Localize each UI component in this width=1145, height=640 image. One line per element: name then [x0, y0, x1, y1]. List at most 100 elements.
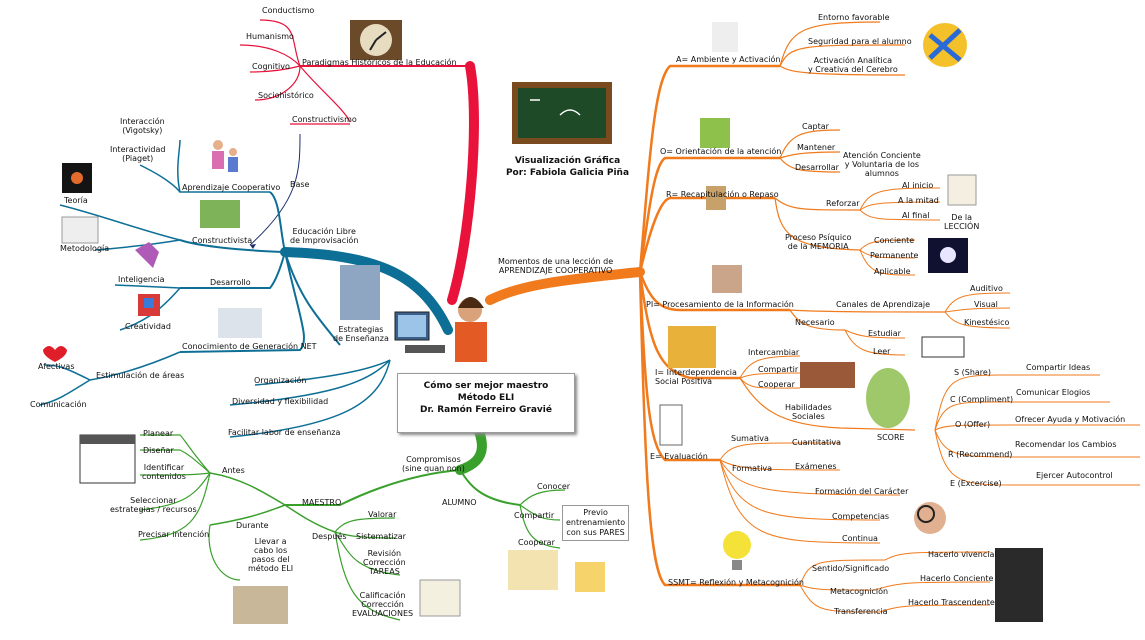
node-previo: Previo entrenamiento con sus PARES — [562, 505, 630, 541]
node-constructivismo: Constructivismo — [292, 115, 357, 124]
node-hacerlo-conciente: Hacerlo Conciente — [920, 574, 994, 583]
node-conocimiento-net: Conocimiento de Generación NET — [182, 342, 317, 351]
node-maestro: MAESTRO — [302, 498, 342, 507]
node-precisar: Precisar intención — [138, 530, 210, 539]
node-metacognicion: Metacognición — [830, 587, 889, 596]
node-durante: Durante — [236, 521, 269, 530]
node-constructivista: Constructivista — [192, 236, 253, 245]
node-activacion: Activación Analítica y Creativa del Cere… — [808, 56, 898, 74]
node-e: E= Evaluación — [650, 452, 708, 461]
node-leer: Leer — [873, 347, 891, 356]
node-valorar: Valorar — [368, 510, 397, 519]
node-examenes: Exámenes — [795, 462, 837, 471]
node-compromisos: Compromisos (sine quan non) — [402, 455, 465, 473]
node-de-la-leccion: De la LECCIÓN — [944, 213, 980, 231]
node-planear: Planear — [143, 429, 174, 438]
node-cooperar-i: Cooperar — [758, 380, 795, 389]
node-habilidades: Habilidades Sociales — [785, 403, 832, 421]
node-antes: Antes — [222, 466, 245, 475]
node-compartir-ideas: Compartir Ideas — [1026, 363, 1091, 372]
node-metodologia: Metodología — [60, 244, 110, 253]
people-image — [668, 326, 716, 368]
node-sentido: Sentido/Significado — [812, 564, 890, 573]
hand-arrow-image — [712, 22, 738, 52]
node-comunicar: Comunicar Elogios — [1016, 388, 1091, 397]
classroom-image — [233, 586, 288, 624]
net-image — [218, 308, 262, 338]
node-reforzar: Reforzar — [826, 199, 860, 208]
node-identificar: Identificar contenidos — [142, 463, 186, 481]
node-ejercer: Ejercer Autocontrol — [1036, 471, 1113, 480]
node-humanismo: Humanismo — [246, 32, 294, 41]
node-ssmt: SSMT= Reflexión y Metacognición — [668, 578, 804, 587]
node-o-offer: O (Offer) — [955, 420, 991, 429]
branch-paradigmas — [447, 61, 479, 305]
node-proceso: Proceso Psíquico de la MEMORIA — [785, 233, 852, 251]
node-desarrollar: Desarrollar — [795, 163, 839, 172]
node-educacion-libre: Educación Libre de Improvisación — [290, 227, 359, 245]
node-sumativa: Sumativa — [731, 434, 769, 443]
node-pi: PI= Procesamiento de la Información — [646, 300, 794, 309]
node-kinestesico: Kinestésico — [964, 318, 1010, 327]
branch-momentos — [485, 267, 645, 305]
clock-image — [350, 20, 402, 60]
node-intercambiar: Intercambiar — [748, 348, 800, 357]
node-alumno: ALUMNO — [442, 498, 477, 507]
node-llevar: Llevar a cabo los pasos del método ELI — [248, 537, 294, 573]
node-seguridad: Seguridad para el alumno — [808, 37, 912, 46]
bulb-image — [723, 531, 751, 570]
node-cooperar-alumno: Cooperar — [518, 538, 555, 547]
node-al-final: Al final — [902, 211, 930, 220]
node-momentos: Momentos de una lección de APRENDIZAJE C… — [498, 257, 614, 275]
scroll-image — [706, 186, 726, 210]
node-i: I= Interdependencia Social Positiva — [655, 368, 737, 386]
node-estimulacion: Estimulación de áreas — [96, 371, 185, 380]
inteligencia-image — [135, 242, 159, 268]
node-canales: Canales de Aprendizaje — [836, 300, 931, 309]
node-interaccion: Interacción (Vigotsky) — [120, 117, 165, 135]
node-estrategias: Estrategias de Enseñanza — [333, 325, 389, 343]
blackboard-image — [512, 82, 612, 144]
center-line1: Cómo ser mejor maestro — [423, 381, 549, 391]
node-revision: Revisión Corrección TAREAS — [363, 549, 406, 576]
branch-educacion — [280, 247, 453, 335]
node-compartir-alumno: Compartir — [514, 511, 555, 520]
node-r: R= Recapitulación o Repaso — [666, 190, 779, 199]
papers-image — [419, 579, 461, 617]
table-kids-image — [800, 362, 855, 388]
node-cuantitativa: Cuantitativa — [792, 438, 842, 447]
node-al-inicio: Al inicio — [902, 181, 934, 190]
caption: Visualización Gráfica Por: Fabiola Galic… — [505, 155, 630, 179]
node-visual: Visual — [974, 300, 998, 309]
node-s: S (Share) — [954, 368, 991, 377]
lesson-image — [947, 174, 977, 206]
node-a-la-mitad: A la mitad — [898, 196, 939, 205]
node-captar: Captar — [802, 122, 829, 131]
creatividad-image — [138, 294, 160, 316]
scroll-blank-image — [921, 336, 965, 358]
node-disenar: Diseñar — [143, 446, 174, 455]
node-necesario: Necesario — [795, 318, 835, 327]
node-hacerlo-trascendente: Hacerlo Trascendente — [908, 598, 995, 607]
node-continua: Continua — [842, 534, 878, 543]
constructivista-image — [200, 200, 240, 228]
node-estudiar: Estudiar — [868, 329, 901, 338]
checklist-image — [659, 404, 683, 446]
kids-image — [508, 550, 605, 592]
node-cognitivo: Cognitivo — [252, 62, 290, 71]
node-diversidad: Diversidad y flexibilidad — [232, 397, 329, 406]
node-o: O= Orientación de la atención — [660, 147, 782, 156]
center-line2: Método ELI — [457, 393, 515, 403]
students-image — [212, 140, 238, 172]
node-conciente: Conciente — [874, 236, 915, 245]
node-aplicable: Aplicable — [874, 267, 911, 276]
node-atencion: Atención Conciente y Voluntaria de los a… — [843, 151, 921, 178]
node-r-rec: R (Recommend) — [948, 450, 1013, 459]
ball-character-image — [923, 23, 967, 67]
node-conocer: Conocer — [537, 482, 571, 491]
node-ofrecer: Ofrecer Ayuda y Motivación — [1015, 415, 1126, 424]
node-calificacion: Calificación Corrección EVALUACIONES — [352, 591, 414, 618]
node-comunicacion: Comunicación — [30, 400, 87, 409]
node-compartir-i: Compartir — [758, 365, 799, 374]
brain-image — [928, 238, 968, 273]
